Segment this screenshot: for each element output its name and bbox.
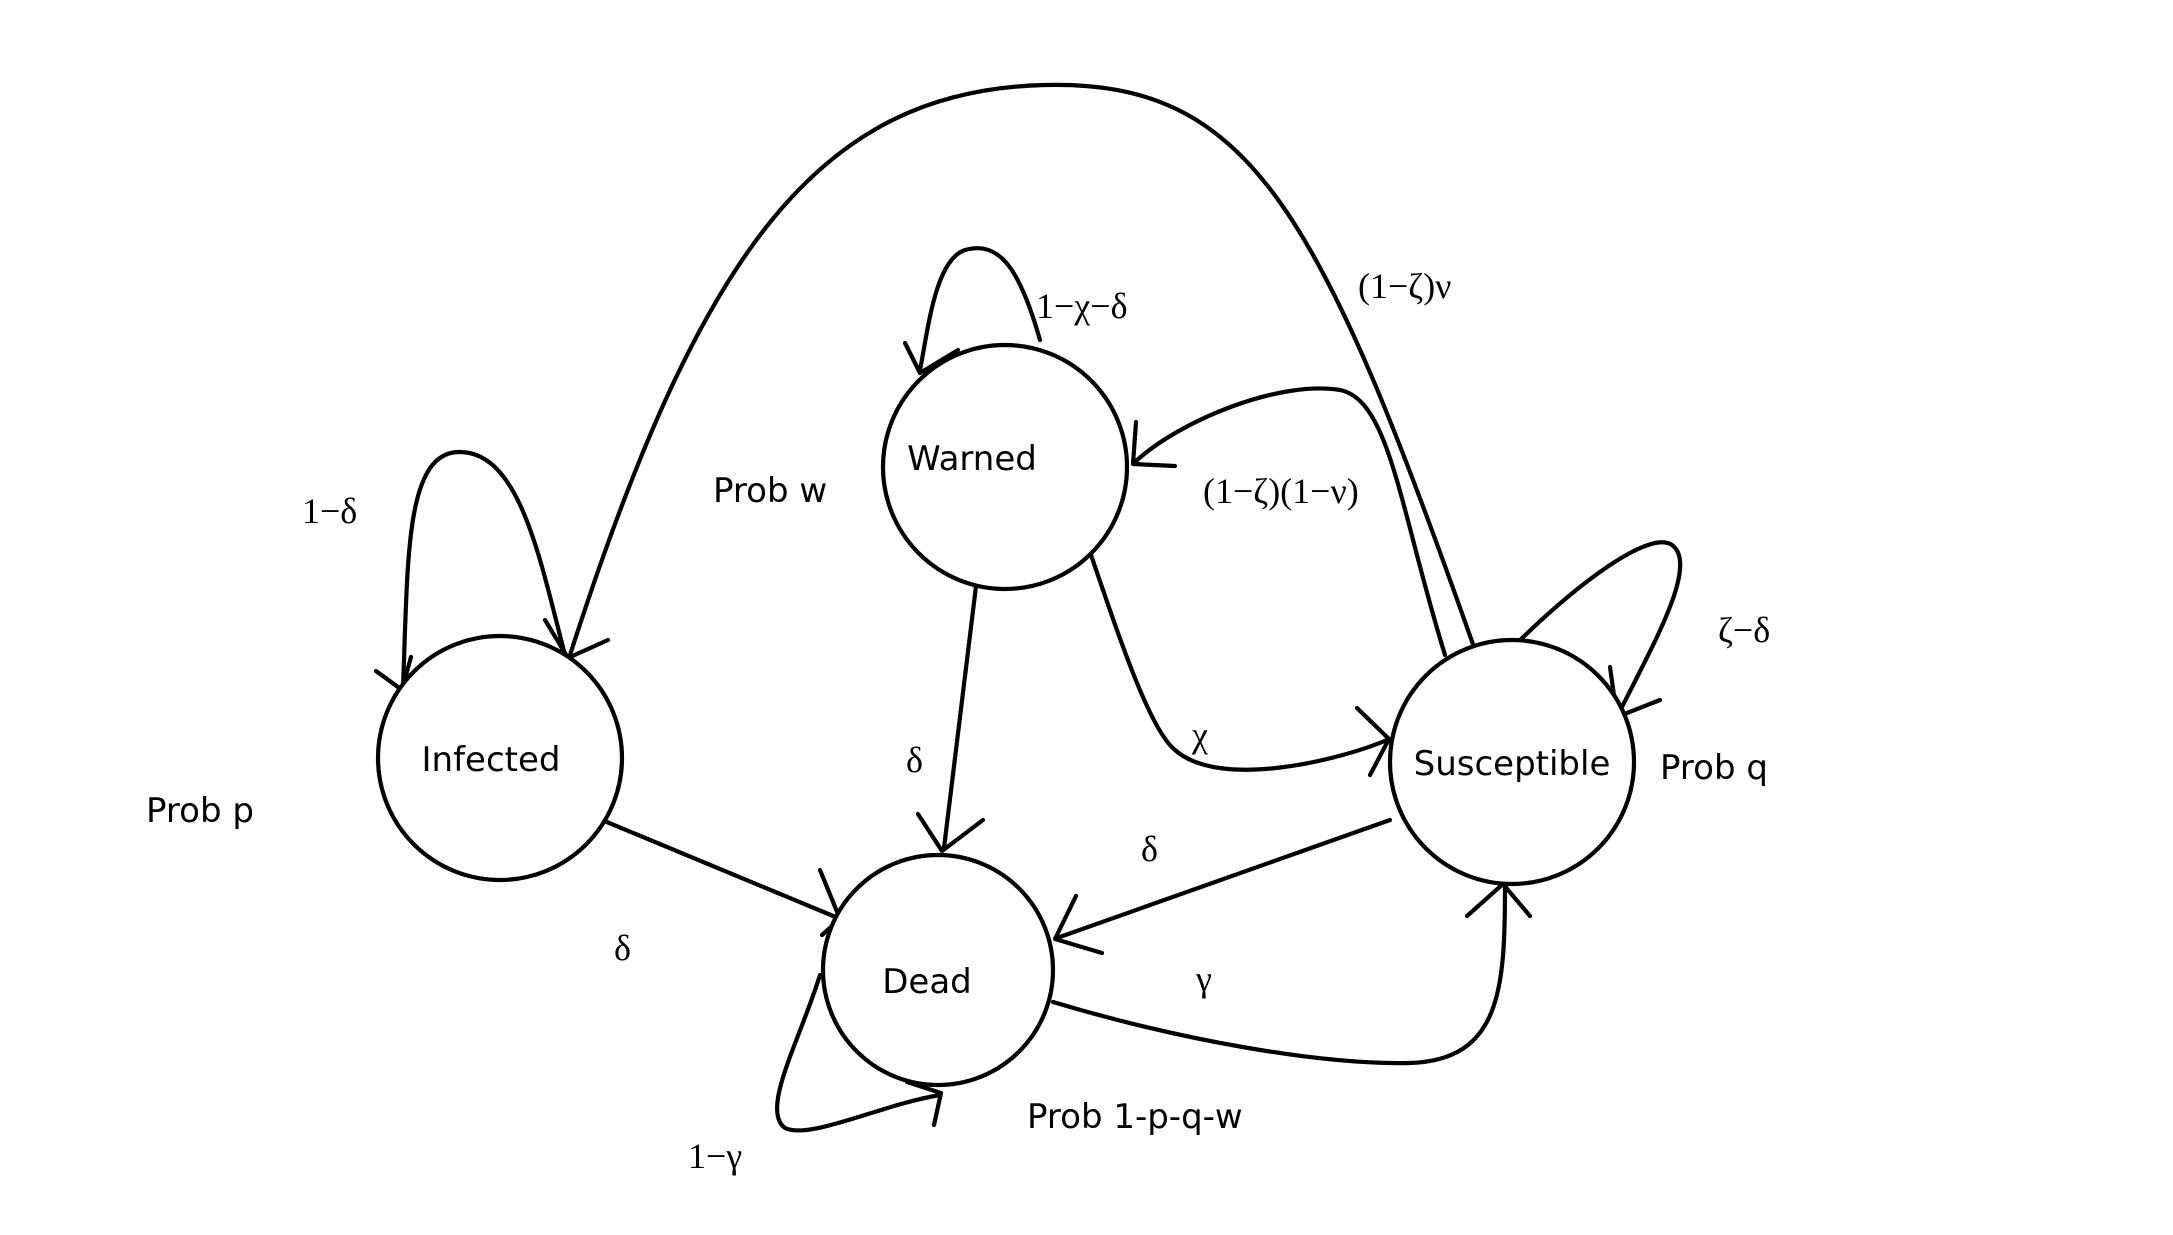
- transition-label-dead-to-susceptible: γ: [1195, 959, 1212, 999]
- prob-label-dead: Prob 1-p-q-w: [1027, 1097, 1243, 1137]
- transition-label-dead-self: 1−γ: [688, 1136, 742, 1176]
- arrowhead-loop-dead: [904, 1079, 944, 1128]
- loop-dead: [774, 972, 943, 1133]
- edge-infected-to-dead: [599, 817, 841, 921]
- arrowhead-warned-to-susceptible: [1354, 705, 1392, 778]
- arrowhead-susceptible-to-dead: [1052, 893, 1105, 956]
- transition-label-susceptible-to-warned: (1−ζ)(1−ν): [1203, 471, 1359, 511]
- prob-label-warned: Prob w: [713, 471, 827, 511]
- edge-warned-to-dead: [941, 575, 980, 851]
- transition-label-infected-to-dead: δ: [614, 928, 631, 968]
- transition-label-susceptible-to-infected: (1−ζ)ν: [1358, 266, 1451, 306]
- arrowhead-warned-to-dead: [915, 811, 986, 854]
- transition-label-infected-self: 1−δ: [302, 491, 357, 531]
- loop-warned: [917, 246, 1043, 373]
- transition-label-warned-self: 1−χ−δ: [1036, 286, 1128, 326]
- edge-susceptible-to-dead: [1054, 817, 1393, 941]
- state-node-infected: [375, 633, 625, 883]
- transition-label-susceptible-self: ζ−δ: [1718, 610, 1770, 650]
- loop-susceptible: [1505, 540, 1683, 718]
- arrowhead-dead-to-susceptible: [1464, 881, 1533, 919]
- edge-susceptible-to-warned: [1132, 386, 1448, 658]
- state-label-dead: Dead: [882, 962, 972, 1002]
- state-label-susceptible: Susceptible: [1414, 744, 1611, 784]
- edge-susceptible-to-infected: [567, 82, 1478, 658]
- state-node-warned: [880, 342, 1130, 592]
- state-label-warned: Warned: [907, 439, 1037, 479]
- arrowhead-loop-warned: [902, 340, 961, 376]
- edge-warned-to-susceptible: [1087, 549, 1390, 772]
- state-node-susceptible: [1387, 637, 1637, 887]
- prob-label-infected: Prob p: [146, 791, 254, 831]
- prob-label-susceptible: Prob q: [1660, 748, 1768, 788]
- arrowhead-susceptible-to-warned: [1130, 419, 1178, 469]
- transition-label-susceptible-to-dead: δ: [1141, 829, 1158, 869]
- transition-label-warned-to-dead: δ: [906, 740, 923, 780]
- state-node-dead: [820, 852, 1056, 1088]
- transition-label-warned-to-susceptible: χ: [1191, 715, 1208, 755]
- loop-infected: [400, 449, 568, 691]
- state-label-infected: Infected: [422, 740, 561, 780]
- edge-dead-to-susceptible: [1050, 885, 1508, 1066]
